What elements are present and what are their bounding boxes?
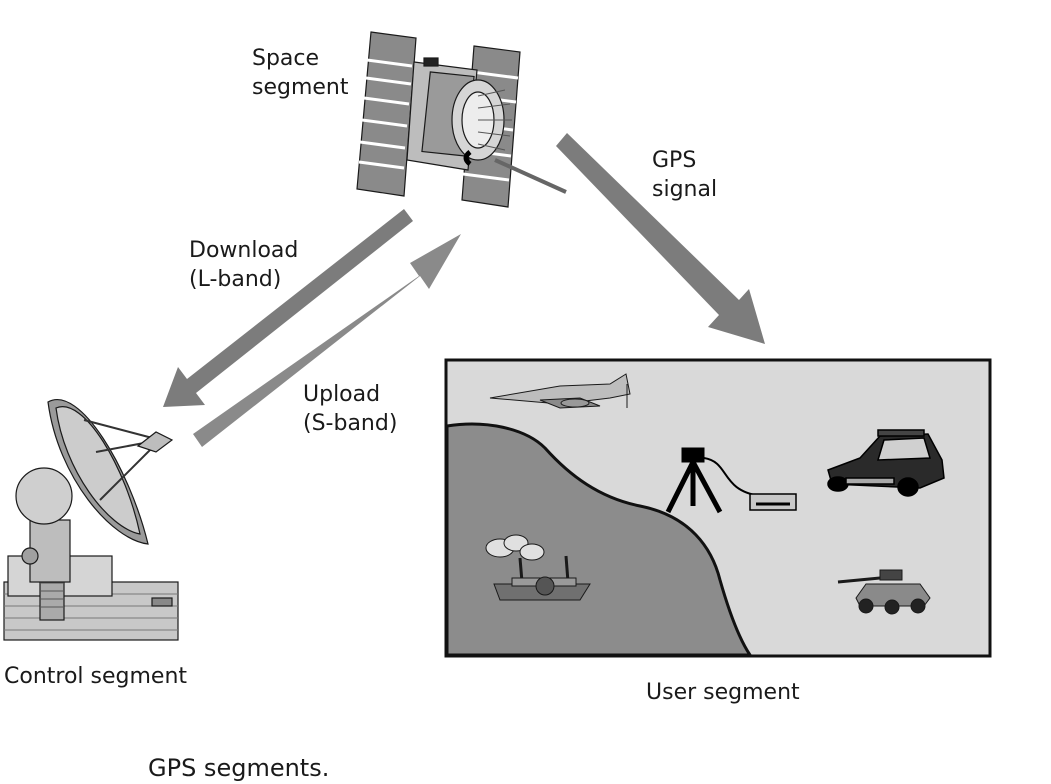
police-car-icon	[827, 429, 945, 497]
jet-icon	[489, 373, 631, 409]
download-arrow	[163, 209, 413, 407]
control-segment-label: Control segment	[4, 664, 188, 689]
download-label: Download (L-band)	[189, 238, 299, 292]
dish-antenna-icon	[3, 399, 179, 641]
figure-caption: GPS segments.	[148, 754, 330, 782]
space-segment-label: Space segment	[252, 46, 349, 100]
gps-signal-label: GPS signal	[652, 148, 718, 202]
upload-label: Upload (S-band)	[303, 382, 398, 436]
user-segment-label: User segment	[646, 680, 800, 705]
satellite-icon	[356, 31, 567, 208]
upload-arrow	[193, 234, 461, 447]
armored-vehicle-icon	[837, 569, 931, 615]
tripod-receiver-icon	[665, 447, 797, 514]
ship-icon	[485, 534, 591, 601]
gps-signal-arrow	[556, 133, 765, 344]
